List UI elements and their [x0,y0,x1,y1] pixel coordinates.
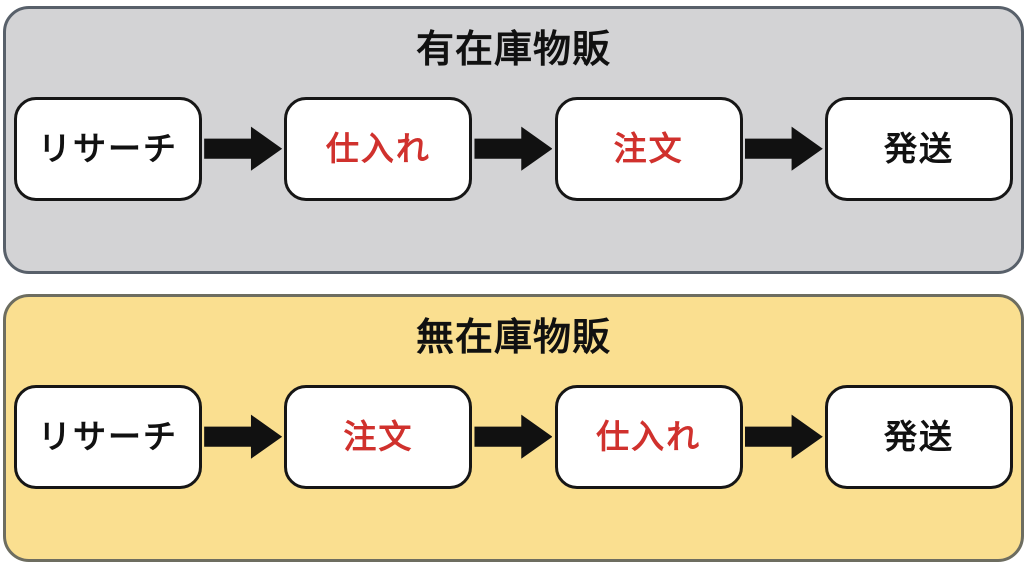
step-label: 発送 [883,418,954,456]
step-label: 注文 [613,130,684,168]
step-box-research: リサーチ [14,96,202,201]
step-box-research: リサーチ [14,384,202,489]
step-label: 仕入れ [325,130,431,168]
step-box-ship: 発送 [824,96,1013,201]
step-label: 発送 [883,130,954,168]
right-block-arrow-icon [744,414,823,459]
step-box-order: 注文 [554,96,743,201]
right-block-arrow-icon [204,126,283,171]
section-title-stocked-sales: 有在庫物販 [415,29,611,71]
step-box-purchase: 仕入れ [554,384,743,489]
section-title-dropship-sales: 無在庫物販 [415,317,611,359]
step-label: リサーチ [38,130,178,168]
section-stocked-sales: 有在庫物販 リサーチ 仕入れ 注文 発送 [3,6,1024,274]
steps-row: リサーチ 仕入れ 注文 発送 [6,96,1021,201]
section-dropship-sales: 無在庫物販 リサーチ 注文 仕入れ 発送 [3,294,1024,562]
step-box-ship: 発送 [824,384,1013,489]
right-block-arrow-icon [474,126,553,171]
right-block-arrow-icon [474,414,553,459]
step-label: 仕入れ [596,418,702,456]
step-label: リサーチ [38,418,178,456]
right-block-arrow-icon [204,414,283,459]
step-label: 注文 [343,418,414,456]
step-box-purchase: 仕入れ [284,96,473,201]
right-block-arrow-icon [744,126,823,171]
step-box-order: 注文 [284,384,473,489]
steps-row: リサーチ 注文 仕入れ 発送 [6,384,1021,489]
